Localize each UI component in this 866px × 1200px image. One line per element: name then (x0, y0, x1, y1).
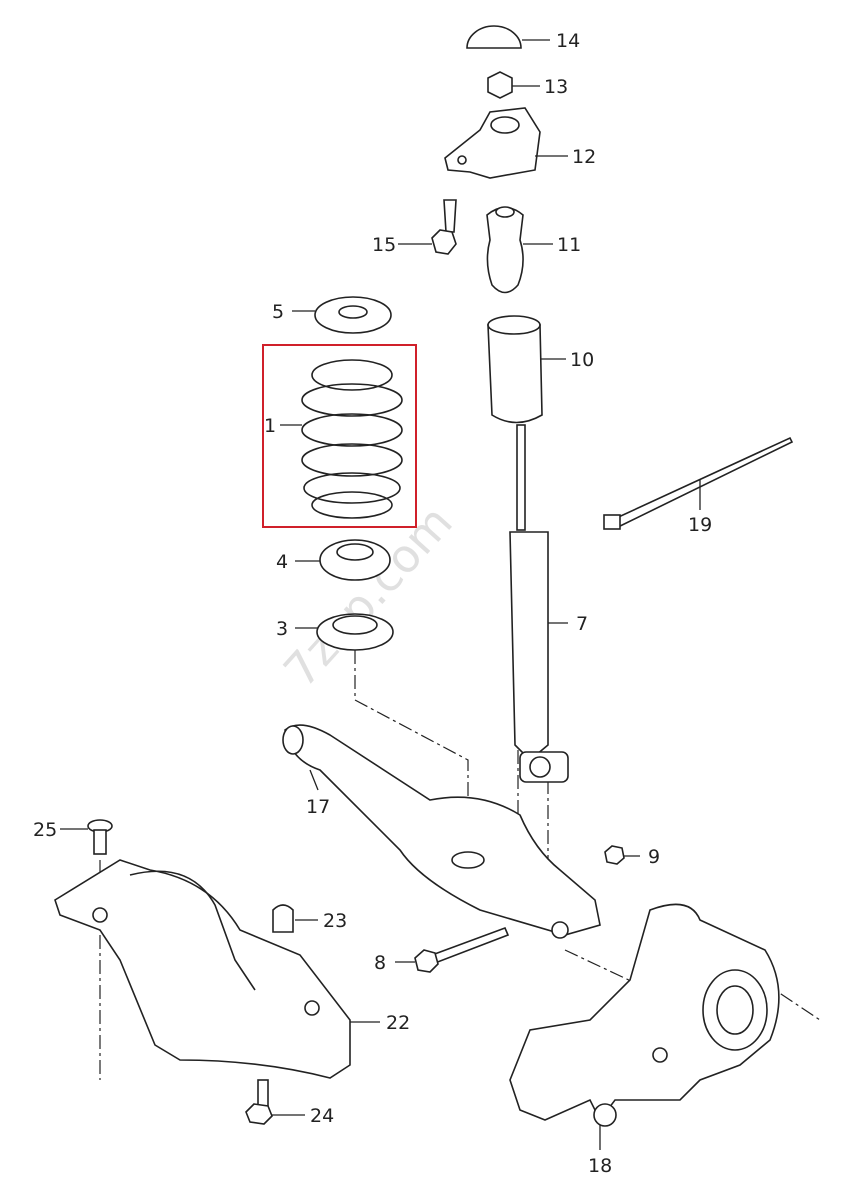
part-4-spring-pad[interactable] (319, 539, 391, 581)
part-10-protective-boot[interactable] (487, 315, 543, 424)
label-19[interactable]: 19 (688, 514, 712, 536)
highlight-box (262, 344, 417, 528)
label-12[interactable]: 12 (572, 146, 596, 168)
watermark: 7zap.com (273, 495, 463, 697)
part-1-coil-spring[interactable] (301, 359, 403, 519)
label-13[interactable]: 13 (544, 76, 568, 98)
part-12-mount[interactable] (444, 107, 541, 179)
label-3[interactable]: 3 (276, 618, 288, 640)
label-14[interactable]: 14 (556, 30, 580, 52)
assembly-line (517, 750, 821, 1021)
leader-lines (60, 39, 701, 1150)
label-8[interactable]: 8 (374, 952, 386, 974)
label-10[interactable]: 10 (570, 349, 594, 371)
label-1[interactable]: 1 (264, 415, 276, 437)
part-17-control-arm[interactable] (282, 724, 601, 939)
part-8-bolt[interactable] (414, 926, 510, 973)
part-24-bolt[interactable] (245, 1079, 273, 1125)
label-15[interactable]: 15 (372, 234, 396, 256)
part-18-wheel-bearing-housing[interactable] (509, 903, 780, 1127)
part-22-subframe-bracket[interactable] (54, 859, 351, 1079)
part-9-nut[interactable] (604, 845, 625, 865)
part-3-lower-spring-seat[interactable] (316, 613, 394, 651)
label-25[interactable]: 25 (33, 819, 57, 841)
label-4[interactable]: 4 (276, 551, 288, 573)
part-23-bushing[interactable] (272, 904, 294, 933)
label-24[interactable]: 24 (310, 1105, 334, 1127)
part-25-clip[interactable] (87, 819, 113, 855)
part-14-cap[interactable] (466, 25, 522, 49)
label-18[interactable]: 18 (588, 1155, 612, 1177)
label-17[interactable]: 17 (306, 796, 330, 818)
label-7[interactable]: 7 (576, 613, 588, 635)
label-23[interactable]: 23 (323, 910, 347, 932)
label-9[interactable]: 9 (648, 846, 660, 868)
part-15-bolt[interactable] (431, 199, 457, 255)
label-5[interactable]: 5 (272, 301, 284, 323)
part-5-upper-spring-seat[interactable] (314, 296, 392, 334)
label-22[interactable]: 22 (386, 1012, 410, 1034)
part-11-bump-stop[interactable] (486, 206, 524, 294)
part-7-shock-absorber[interactable] (509, 424, 569, 783)
part-13-nut[interactable] (487, 71, 513, 99)
label-11[interactable]: 11 (557, 234, 581, 256)
part-19-cable-tie[interactable] (603, 436, 794, 530)
